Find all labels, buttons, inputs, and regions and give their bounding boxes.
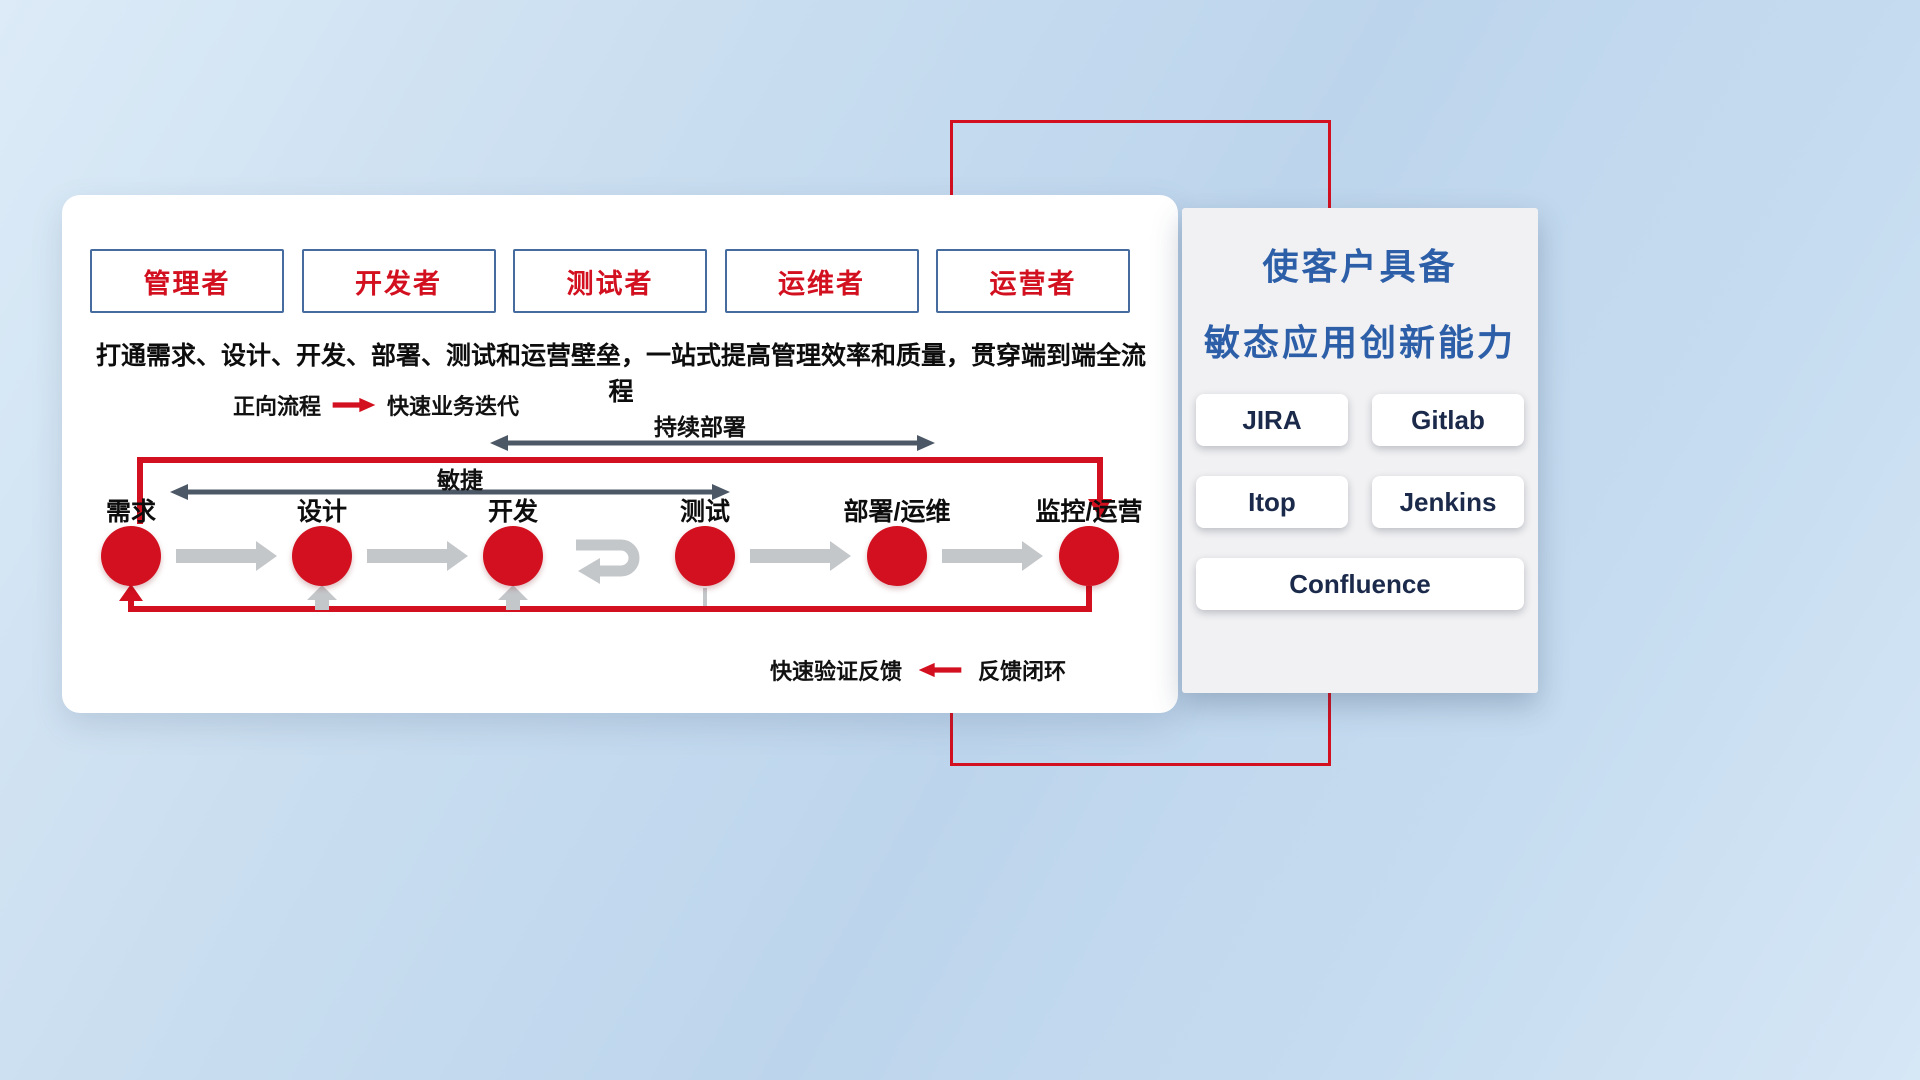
- panel-title: 使客户具备 敏态应用创新能力: [1182, 240, 1538, 370]
- role-box-tester: 测试者: [513, 249, 707, 313]
- feedback-legend-label: 快速验证反馈: [770, 659, 903, 684]
- agile-label: 敏捷: [437, 467, 483, 493]
- role-label-developer: 开发者: [355, 268, 442, 299]
- role-label-tester: 测试者: [566, 268, 654, 299]
- role-box-manager: 管理者: [90, 249, 284, 313]
- role-label-ops: 运维者: [778, 268, 865, 299]
- forward-legend-value: 快速业务迭代: [387, 394, 520, 419]
- continuous-deployment-label: 持续部署: [654, 414, 746, 440]
- role-box-developer: 开发者: [301, 249, 496, 313]
- tools-grid: JIRA Gitlab Itop Jenkins Confluence: [1196, 394, 1524, 610]
- tool-jenkins: Jenkins: [1372, 476, 1524, 528]
- description-text: 打通需求、设计、开发、部署、测试和运营壁垒，一站式提高管理效率和质量，贯穿端到端…: [96, 342, 1147, 406]
- stage-label-design: 设计: [296, 498, 347, 526]
- stage-circle-deploy-ops: [867, 526, 927, 586]
- stage-circle-monitor-operate: [1059, 526, 1119, 586]
- feedback-flow-legend: 快速验证反馈 反馈闭环: [770, 654, 1066, 686]
- stage-circle-testing: [675, 526, 735, 586]
- tool-confluence: Confluence: [1196, 558, 1524, 610]
- stage-label-deploy-ops: 部署/运维: [843, 498, 951, 526]
- forward-legend-label: 正向流程: [233, 394, 322, 419]
- left-arrow-icon: [918, 662, 962, 678]
- role-box-ops: 运维者: [724, 249, 919, 313]
- role-label-manager: 管理者: [143, 268, 231, 299]
- stage-circle-requirements: [101, 526, 161, 586]
- tool-gitlab: Gitlab: [1372, 394, 1524, 446]
- tool-jira: JIRA: [1196, 394, 1348, 446]
- role-label-operator: 运营者: [989, 268, 1077, 299]
- stage-label-development: 开发: [487, 498, 538, 526]
- forward-flow-legend: 正向流程 快速业务迭代: [233, 389, 519, 421]
- stage-circle-design: [292, 526, 352, 586]
- roles-row: 管理者 开发者 测试者 运维者 运营者: [90, 249, 1130, 313]
- feedback-legend-value: 反馈闭环: [978, 659, 1067, 684]
- role-box-operator: 运营者: [936, 249, 1130, 313]
- stage-label-requirements: 需求: [105, 498, 156, 526]
- stage-label-testing: 测试: [679, 498, 730, 526]
- panel-title-line1: 使客户具备: [1262, 246, 1458, 287]
- stage-label-monitor-operate: 监控/运营: [1035, 498, 1143, 526]
- panel-title-line2: 敏态应用创新能力: [1203, 322, 1516, 363]
- capability-panel: 使客户具备 敏态应用创新能力 JIRA Gitlab Itop Jenkins …: [1182, 208, 1538, 693]
- tool-itop: Itop: [1196, 476, 1348, 528]
- right-arrow-icon: [332, 397, 376, 413]
- stage-circle-development: [483, 526, 543, 586]
